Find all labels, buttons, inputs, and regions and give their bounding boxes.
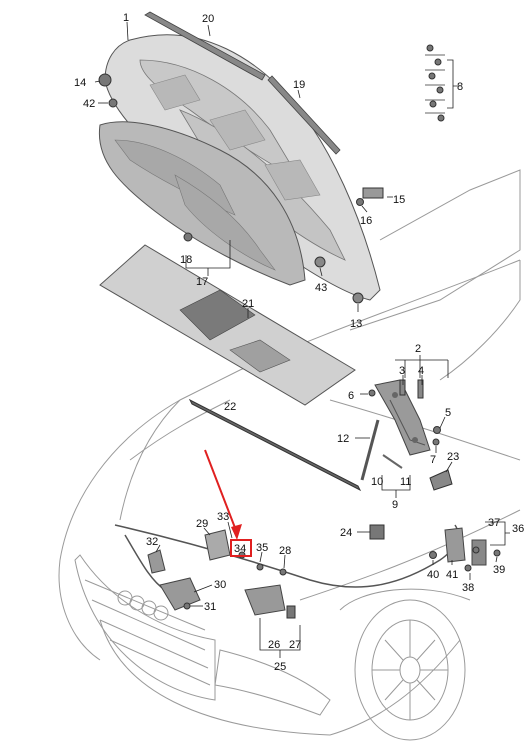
- buffer: [352, 292, 364, 304]
- connector: [286, 605, 296, 619]
- callout-1: 1: [123, 12, 129, 24]
- engine-bay-seal: [188, 398, 362, 492]
- hood-seal-strip: [144, 11, 266, 81]
- seal-block: [429, 469, 453, 491]
- highlight-box: [230, 539, 252, 557]
- callout-35: 35: [256, 542, 268, 554]
- callout-13: 13: [350, 318, 362, 330]
- callout-27: 27: [289, 639, 301, 651]
- headlight: [214, 649, 331, 716]
- car-body-outline: [58, 169, 521, 736]
- bracket: [417, 379, 424, 399]
- side-seal-strip: [267, 75, 341, 155]
- front-wheel: [339, 588, 471, 741]
- bracket: [204, 529, 231, 561]
- fastener: [108, 98, 118, 108]
- screw: [472, 546, 480, 554]
- bolt: [256, 563, 264, 571]
- support-rod: [382, 454, 403, 469]
- callout-30: 30: [214, 579, 226, 591]
- callout-8: 8: [457, 81, 463, 93]
- callout-6: 6: [348, 390, 354, 402]
- callout-19: 19: [293, 79, 305, 91]
- buffer: [314, 256, 326, 268]
- nut: [429, 551, 437, 559]
- callout-15: 15: [393, 194, 405, 206]
- callout-38: 38: [462, 582, 474, 594]
- callout-29: 29: [196, 518, 208, 530]
- callout-42: 42: [83, 98, 95, 110]
- hood-lock: [159, 577, 201, 611]
- callout-36: 36: [512, 523, 524, 535]
- callout-33: 33: [217, 511, 229, 523]
- fastener: [98, 73, 112, 87]
- callout-10: 10: [371, 476, 383, 488]
- plenum-cover: [99, 244, 356, 406]
- callout-32: 32: [146, 536, 158, 548]
- callout-7: 7: [430, 454, 436, 466]
- callout-28: 28: [279, 545, 291, 557]
- callout-31: 31: [204, 601, 216, 613]
- callout-20: 20: [202, 13, 214, 25]
- holder: [369, 524, 385, 540]
- catch: [362, 187, 384, 199]
- nut: [432, 438, 440, 446]
- callout-9: 9: [392, 499, 398, 511]
- callout-4: 4: [418, 365, 424, 377]
- leader-lines: [94, 21, 510, 658]
- callout-11: 11: [400, 476, 411, 488]
- nut: [433, 426, 441, 434]
- bracket: [399, 379, 406, 396]
- highlight-arrow: [204, 449, 242, 540]
- callout-17: 17: [196, 276, 208, 288]
- callout-21: 21: [242, 298, 254, 310]
- screw: [493, 549, 501, 557]
- callout-5: 5: [445, 407, 451, 419]
- bolt: [368, 389, 376, 397]
- side-lock: [244, 584, 286, 616]
- callout-18: 18: [180, 254, 192, 266]
- callout-16: 16: [360, 215, 372, 227]
- callout-labels: 1 20 14 42 19 8 15 16 18 17 21 43 13 2 3…: [74, 12, 524, 673]
- nut: [279, 568, 287, 576]
- callout-22: 22: [224, 401, 236, 413]
- callout-39: 39: [493, 564, 505, 576]
- callout-2: 2: [415, 343, 421, 355]
- callout-26: 26: [268, 639, 280, 651]
- fastener-set: [425, 44, 445, 122]
- callout-43: 43: [315, 282, 327, 294]
- callout-34: 34: [234, 543, 246, 555]
- clip: [183, 232, 193, 242]
- bolt: [183, 602, 191, 610]
- callout-25: 25: [274, 661, 286, 673]
- screw: [464, 564, 472, 572]
- clip: [356, 198, 364, 206]
- latch-piece: [471, 539, 487, 566]
- callout-40: 40: [427, 569, 439, 581]
- callout-12: 12: [337, 433, 349, 445]
- hood-insulation-mat: [98, 121, 306, 286]
- front-grille: [74, 554, 216, 701]
- latch-bracket: [444, 527, 466, 563]
- callout-23: 23: [447, 451, 459, 463]
- brand-rings-logo: [117, 590, 169, 621]
- callout-14: 14: [74, 77, 86, 89]
- gas-strut: [360, 419, 380, 481]
- callout-24: 24: [340, 527, 352, 539]
- callout-3: 3: [399, 365, 405, 377]
- callout-41: 41: [446, 569, 458, 581]
- callout-37: 37: [488, 517, 500, 529]
- safety-hook: [147, 549, 166, 574]
